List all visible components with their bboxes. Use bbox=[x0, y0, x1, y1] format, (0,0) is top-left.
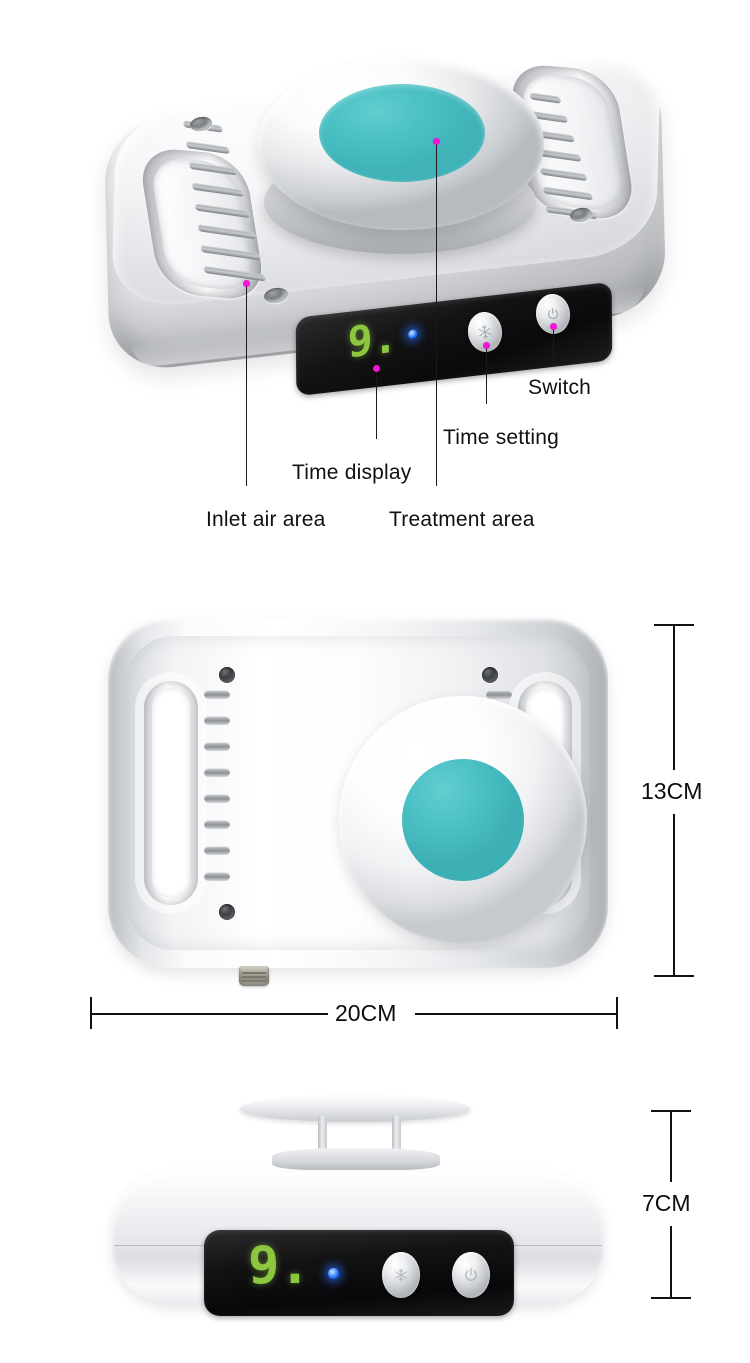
dim-cap-bottom-7cm bbox=[651, 1297, 691, 1299]
treatment-pad-teal bbox=[402, 759, 524, 881]
callout-dot-time-display bbox=[373, 365, 380, 372]
top-down-view: 13CM 20CM bbox=[0, 600, 750, 1029]
time-setting-button[interactable] bbox=[465, 310, 505, 354]
dim-label-20cm: 20CM bbox=[335, 1000, 397, 1026]
treatment-plate bbox=[339, 696, 587, 944]
leader-switch bbox=[553, 329, 555, 365]
switch-button[interactable] bbox=[533, 292, 573, 336]
callout-label-time-setting: Time setting bbox=[443, 426, 559, 449]
time-setting-button[interactable] bbox=[382, 1252, 420, 1298]
time-display-value: 9. bbox=[248, 1236, 311, 1296]
power-icon bbox=[465, 1267, 477, 1281]
callout-label-inlet-air-area: Inlet air area bbox=[206, 508, 326, 531]
dim-cap-right-20cm bbox=[616, 997, 618, 1029]
switch-button[interactable] bbox=[452, 1252, 490, 1298]
snowflake-icon bbox=[478, 325, 492, 339]
callout-label-treatment-area: Treatment area bbox=[389, 508, 535, 531]
head-support-leg-left bbox=[318, 1116, 327, 1154]
treatment-pad-teal bbox=[319, 84, 485, 182]
callout-dot-switch bbox=[550, 323, 557, 330]
leader-time-setting bbox=[486, 348, 488, 404]
snowflake-icon bbox=[395, 1268, 407, 1282]
callout-dot-time-setting bbox=[483, 342, 490, 349]
vent-fins-left bbox=[204, 690, 230, 900]
leader-time-display bbox=[376, 371, 378, 439]
leader-treatment-area bbox=[436, 144, 438, 486]
screw-hole-top-left bbox=[219, 667, 235, 683]
callout-dot-treatment-area bbox=[433, 138, 440, 145]
blue-indicator-led bbox=[408, 329, 418, 340]
control-panel-side: 9. bbox=[204, 1230, 514, 1316]
dim-line-13cm-lower bbox=[673, 814, 675, 976]
dim-label-7cm: 7CM bbox=[642, 1190, 691, 1216]
dim-line-7cm-lower bbox=[670, 1226, 672, 1298]
treatment-head-neck-base bbox=[272, 1148, 440, 1170]
time-display-value: 9. bbox=[347, 312, 399, 368]
blue-indicator-led bbox=[328, 1268, 339, 1279]
handle-slot-left-opening bbox=[152, 688, 190, 898]
head-support-leg-right bbox=[392, 1116, 401, 1154]
dim-line-20cm-left bbox=[90, 1013, 328, 1015]
callout-label-time-display: Time display bbox=[292, 461, 412, 484]
dim-cap-bottom-13cm bbox=[654, 975, 694, 977]
treatment-head-cap-side bbox=[240, 1096, 470, 1122]
device-body-top bbox=[108, 618, 608, 968]
callout-dot-inlet-air-area bbox=[243, 280, 250, 287]
dim-line-20cm-right bbox=[415, 1013, 617, 1015]
power-icon bbox=[548, 307, 558, 320]
perspective-view: 9. Inlet air area bbox=[0, 0, 750, 560]
dim-label-13cm: 13CM bbox=[641, 778, 703, 804]
screw-hole-top-right bbox=[482, 667, 498, 683]
dim-line-7cm-upper bbox=[670, 1110, 672, 1182]
cable-connector bbox=[239, 966, 269, 986]
handle-slot-left bbox=[144, 681, 198, 905]
dim-line-13cm-upper bbox=[673, 624, 675, 770]
side-elevation-view: 9. bbox=[0, 1090, 750, 1350]
leader-inlet-air-area bbox=[246, 286, 248, 486]
screw-hole-bottom-left bbox=[219, 904, 235, 920]
callout-label-switch: Switch bbox=[528, 376, 592, 399]
